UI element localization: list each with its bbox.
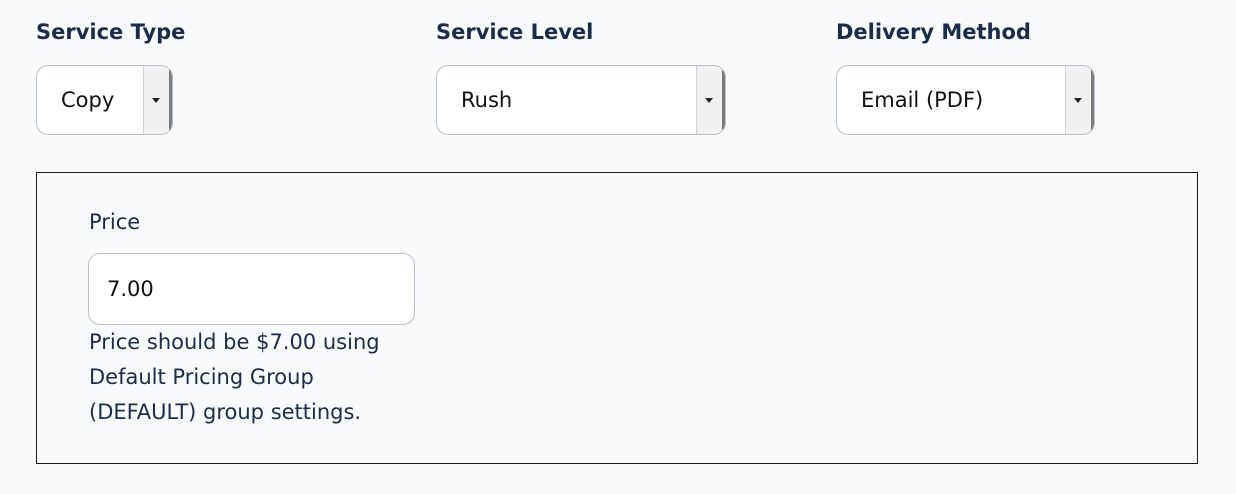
delivery-method-selected-value: Email (PDF) bbox=[861, 88, 984, 112]
price-panel: Price Price should be $7.00 using Defaul… bbox=[36, 172, 1198, 464]
price-input[interactable] bbox=[88, 253, 415, 325]
delivery-method-dropdown-button[interactable] bbox=[1065, 66, 1094, 134]
service-type-selected-value: Copy bbox=[61, 88, 115, 112]
service-level-dropdown-button[interactable] bbox=[696, 66, 725, 134]
service-level-select[interactable]: Rush bbox=[436, 65, 726, 135]
price-label: Price bbox=[89, 210, 141, 234]
service-level-selected-value: Rush bbox=[461, 88, 513, 112]
service-type-dropdown-button[interactable] bbox=[143, 66, 172, 134]
chevron-down-icon bbox=[705, 98, 713, 103]
delivery-method-label: Delivery Method bbox=[836, 20, 1031, 44]
chevron-down-icon bbox=[1074, 98, 1082, 103]
service-type-label: Service Type bbox=[36, 20, 186, 44]
service-type-select[interactable]: Copy bbox=[36, 65, 173, 135]
service-level-label: Service Level bbox=[436, 20, 594, 44]
chevron-down-icon bbox=[152, 98, 160, 103]
price-help-text: Price should be $7.00 using Default Pric… bbox=[89, 330, 380, 424]
delivery-method-select[interactable]: Email (PDF) bbox=[836, 65, 1095, 135]
